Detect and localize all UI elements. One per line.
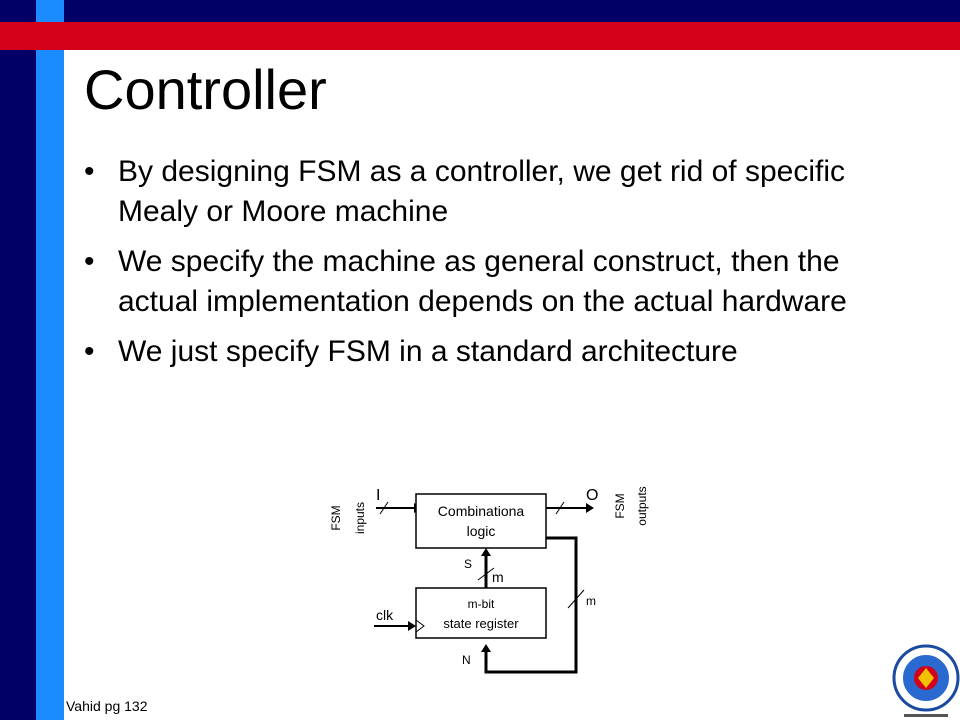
top-red-bar xyxy=(0,22,960,50)
bullet-dot-icon: • xyxy=(84,245,95,278)
fsm-inputs-line1: FSM xyxy=(329,505,343,530)
seal-caption-line xyxy=(904,714,948,717)
output-arrowhead-icon xyxy=(586,503,594,513)
register-line2: state register xyxy=(443,616,519,631)
fsm-controller-diagram: FSM inputs I Combinationa logic O FSM ou… xyxy=(329,486,649,674)
clk-arrowhead-icon xyxy=(408,621,416,631)
fsm-outputs-line1: FSM xyxy=(613,493,627,518)
clock-triangle-icon xyxy=(415,619,425,633)
bullet-list: • By designing FSM as a controller, we g… xyxy=(84,152,904,382)
state-m-label: m xyxy=(492,569,504,585)
clk-label: clk xyxy=(376,607,394,623)
feedback-m-label: m xyxy=(586,594,596,608)
left-blue-bar xyxy=(36,0,64,720)
university-seal-icon xyxy=(892,644,960,717)
feedback-wire xyxy=(484,536,578,674)
register-line1: m-bit xyxy=(468,597,495,611)
combinational-logic-box xyxy=(415,493,547,549)
output-bus-slash xyxy=(555,501,565,515)
top-navy-bar xyxy=(64,0,960,22)
feedback-arrowhead-icon xyxy=(481,644,491,652)
fsm-outputs-label: FSM outputs xyxy=(613,486,649,525)
state-register-box xyxy=(415,587,547,639)
comb-logic-line1: Combinationa xyxy=(438,503,525,519)
slide-title: Controller xyxy=(84,58,327,121)
fsm-inputs-line2: inputs xyxy=(353,502,367,534)
input-label-i: I xyxy=(376,487,380,504)
fsm-outputs-line2: outputs xyxy=(635,486,649,525)
bullet-text: We specify the machine as general constr… xyxy=(118,245,847,318)
state-bus-slash xyxy=(477,567,495,581)
output-label-o: O xyxy=(586,487,598,504)
fsm-inputs-label: FSM inputs xyxy=(329,502,367,534)
bullet-text: By designing FSM as a controller, we get… xyxy=(118,155,846,228)
bullet-item: • We specify the machine as general cons… xyxy=(84,242,904,322)
bullet-text: We just specify FSM in a standard archit… xyxy=(118,335,738,368)
left-navy-bar xyxy=(0,0,36,720)
bullet-item: • By designing FSM as a controller, we g… xyxy=(84,152,904,232)
next-state-label-n: N xyxy=(462,653,471,667)
comb-logic-line2: logic xyxy=(467,523,496,539)
state-arrowhead-icon xyxy=(481,548,491,556)
seal-emblem xyxy=(918,668,934,688)
bullet-item: • We just specify FSM in a standard arch… xyxy=(84,332,904,372)
source-note: Vahid pg 132 xyxy=(66,698,148,714)
bullet-dot-icon: • xyxy=(84,335,95,368)
feedback-bus-slash xyxy=(567,589,585,609)
input-bus-slash xyxy=(379,501,389,515)
state-label-s: S xyxy=(464,557,472,571)
bullet-dot-icon: • xyxy=(84,155,95,188)
